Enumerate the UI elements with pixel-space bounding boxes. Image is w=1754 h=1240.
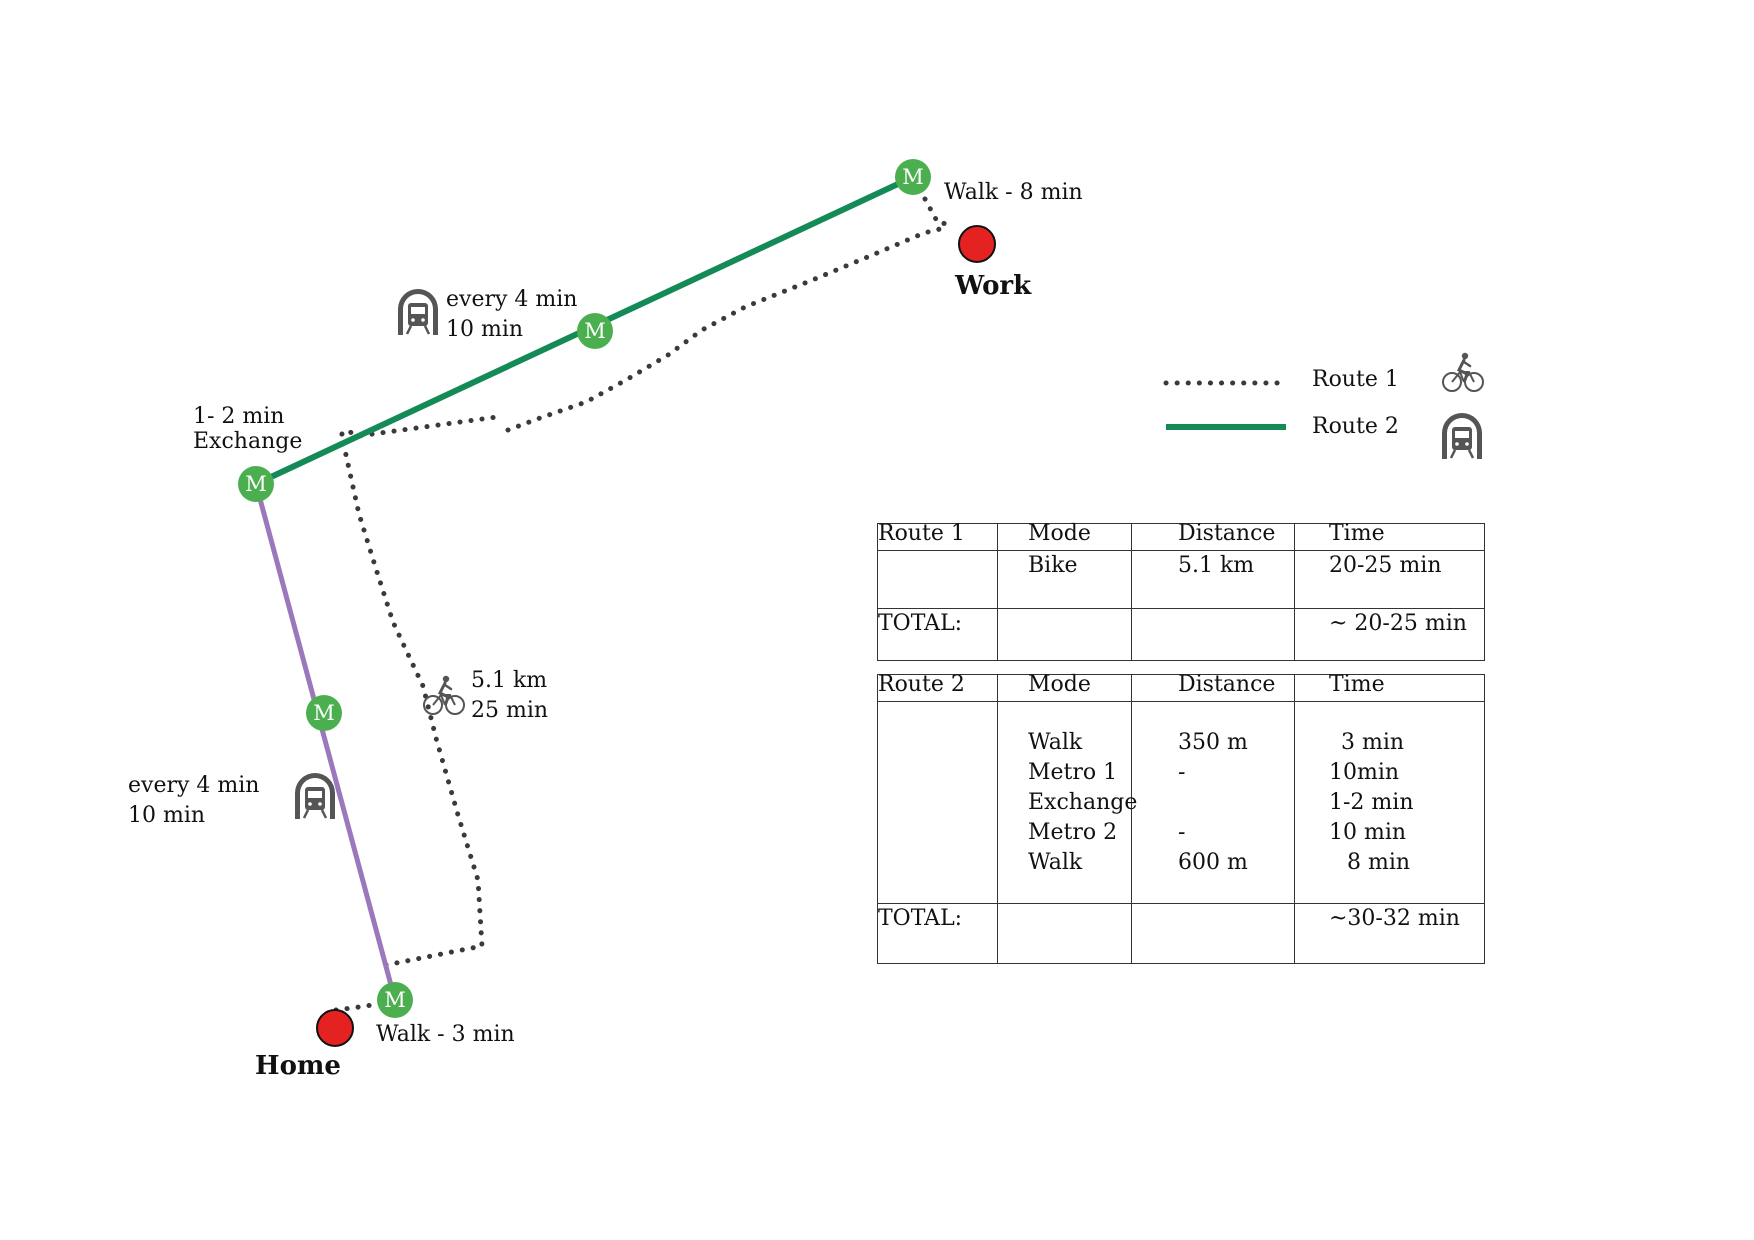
bike-distance-label: 5.1 km bbox=[471, 668, 547, 693]
distance-metro-1: - bbox=[1178, 760, 1186, 785]
mode-walk: Walk bbox=[1028, 730, 1083, 755]
svg-text:M: M bbox=[313, 701, 335, 725]
mode-exchange: Exchange bbox=[1028, 790, 1138, 815]
mode-walk: Walk bbox=[1028, 850, 1083, 875]
walk-home-label: Walk - 3 min bbox=[376, 1022, 515, 1047]
work-marker bbox=[958, 225, 996, 263]
total-row: TOTAL: ~ 20-25 min bbox=[877, 608, 1485, 661]
time-walk: 3 min bbox=[1341, 730, 1405, 755]
metro-station-exchange: M bbox=[238, 466, 274, 502]
total-time: ~ 20-25 min bbox=[1294, 608, 1485, 661]
mode-cell: Walk Metro 1 Exchange Metro 2 Walk bbox=[997, 701, 1138, 904]
metro-station-middle-2: M bbox=[306, 695, 342, 731]
metro2-line bbox=[253, 483, 398, 1001]
legend: Route 1 Route 2 bbox=[1163, 351, 1485, 461]
bike-icon bbox=[1441, 351, 1485, 393]
table-row: Walk Metro 1 Exchange Metro 2 Walk 350 m… bbox=[877, 701, 1485, 904]
exchange-label: Exchange bbox=[193, 429, 302, 454]
time-metro-2: 10 min bbox=[1329, 820, 1407, 845]
bike-time-label: 25 min bbox=[471, 698, 548, 723]
legend-route2-label: Route 2 bbox=[1312, 414, 1399, 439]
route1-bike-path bbox=[333, 196, 955, 1013]
metro-station-work: M bbox=[895, 159, 931, 195]
metro-icon bbox=[1440, 411, 1484, 461]
route1-header: Route 1 bbox=[877, 523, 998, 551]
time-metro-1: 10min bbox=[1329, 760, 1400, 785]
work-label: Work bbox=[954, 271, 1032, 301]
metro-station-home: M bbox=[377, 982, 413, 1018]
legend-route1-label: Route 1 bbox=[1312, 367, 1399, 392]
distance-header: Distance bbox=[1131, 523, 1295, 551]
svg-text:M: M bbox=[245, 472, 267, 496]
svg-text:M: M bbox=[584, 319, 606, 343]
time-walk: 8 min bbox=[1347, 850, 1411, 875]
mode-metro-2: Metro 2 bbox=[1028, 820, 1118, 845]
metro1-frequency-label: every 4 min bbox=[446, 287, 577, 312]
metro2-frequency-label: every 4 min bbox=[128, 773, 259, 798]
table-header-row: Route 1 Mode Distance Time bbox=[877, 523, 1485, 551]
time-header: Time bbox=[1294, 523, 1485, 551]
mode-cell: Bike bbox=[997, 550, 1132, 609]
metro1-time-label: 10 min bbox=[446, 317, 523, 342]
route1-table: Route 1 Mode Distance Time Bike 5.1 km 2… bbox=[877, 523, 1485, 661]
mode-header: Mode bbox=[997, 523, 1132, 551]
total-label: TOTAL: bbox=[877, 903, 998, 964]
total-row: TOTAL: ~30-32 min bbox=[877, 903, 1485, 964]
distance-cell: 5.1 km bbox=[1131, 550, 1295, 609]
metro-station-middle-1: M bbox=[577, 313, 613, 349]
distance-walk: 600 m bbox=[1178, 850, 1248, 875]
time-cell: 20-25 min bbox=[1294, 550, 1485, 609]
total-time: ~30-32 min bbox=[1294, 903, 1485, 964]
svg-text:M: M bbox=[384, 988, 406, 1012]
home-label: Home bbox=[255, 1051, 341, 1081]
time-cell: 3 min 10min 1-2 min 10 min 8 min bbox=[1294, 701, 1485, 904]
metro2-time-label: 10 min bbox=[128, 803, 205, 828]
mode-metro-1: Metro 1 bbox=[1028, 760, 1118, 785]
distance-walk: 350 m bbox=[1178, 730, 1248, 755]
svg-text:M: M bbox=[902, 165, 924, 189]
metro-icon bbox=[293, 771, 337, 821]
table-row: Bike 5.1 km 20-25 min bbox=[877, 550, 1485, 609]
distance-cell: 350 m - - 600 m bbox=[1131, 701, 1295, 904]
table-header-row: Route 2 Mode Distance Time bbox=[877, 674, 1485, 702]
total-label: TOTAL: bbox=[877, 608, 998, 661]
time-header: Time bbox=[1294, 674, 1485, 702]
distance-metro-2: - bbox=[1178, 820, 1186, 845]
home-marker bbox=[316, 1009, 354, 1047]
route2-table: Route 2 Mode Distance Time Walk Metro 1 … bbox=[877, 674, 1485, 964]
metro-icon bbox=[396, 287, 440, 337]
exchange-time-label: 1- 2 min bbox=[193, 404, 284, 429]
mode-header: Mode bbox=[997, 674, 1132, 702]
route2-header: Route 2 bbox=[877, 674, 998, 702]
time-exchange: 1-2 min bbox=[1329, 790, 1414, 815]
distance-header: Distance bbox=[1131, 674, 1295, 702]
distance-exchange bbox=[1178, 788, 1294, 818]
walk-work-label: Walk - 8 min bbox=[944, 180, 1083, 205]
